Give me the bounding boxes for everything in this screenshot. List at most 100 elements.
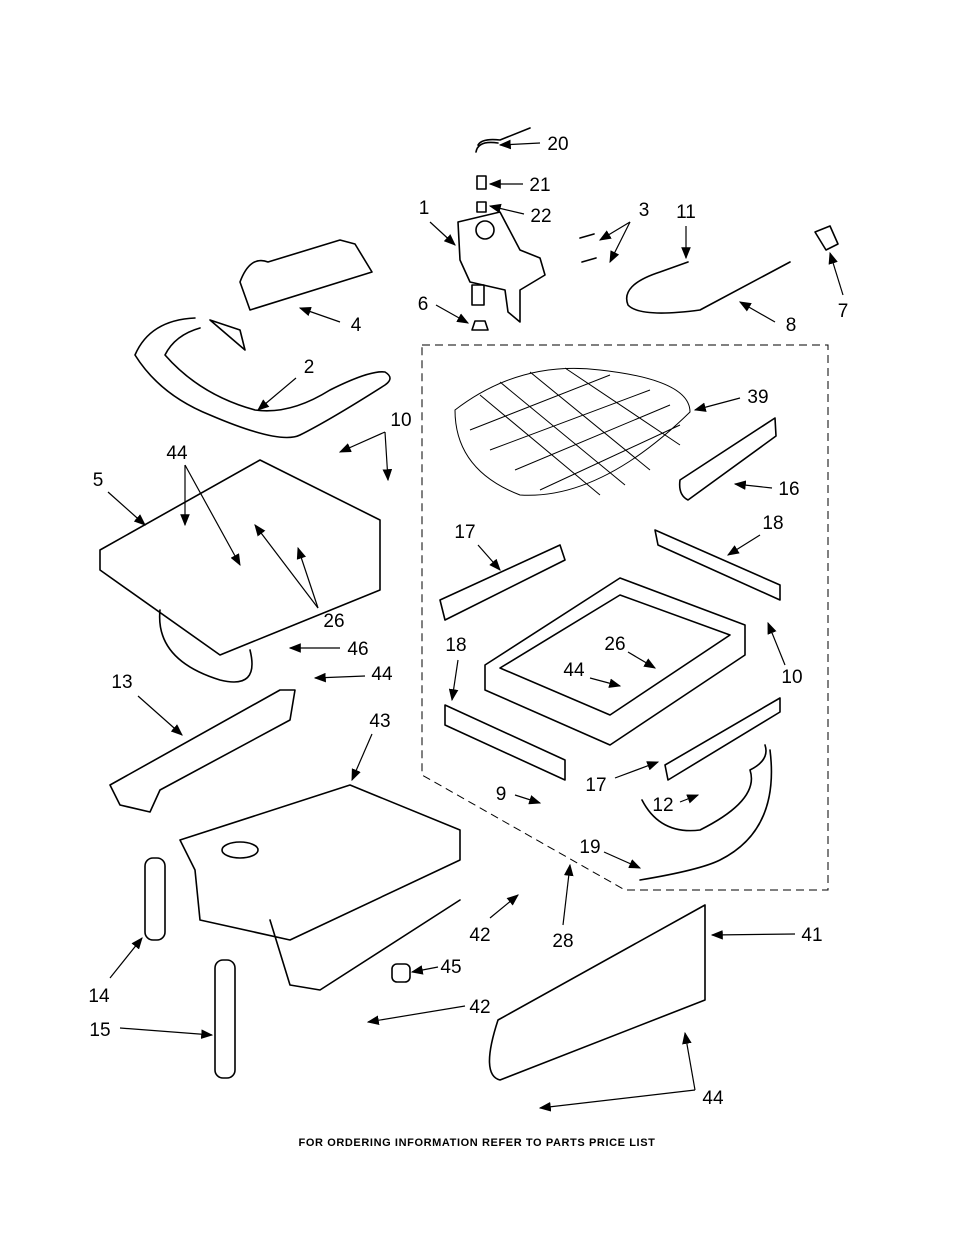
callout-label: 3: [639, 200, 650, 221]
leader-arrow: [298, 307, 341, 323]
callout-label: 39: [747, 387, 768, 408]
callout-label: 20: [547, 134, 568, 155]
drain-tube-15: [214, 959, 236, 1079]
leader-arrow: [351, 733, 373, 782]
callout-label: 45: [440, 957, 461, 978]
leader-arrow: [767, 621, 786, 666]
leader-arrow: [296, 546, 319, 609]
leader-arrow: [429, 221, 456, 246]
drain-tube-14: [144, 857, 166, 941]
callout-label: 7: [838, 301, 849, 322]
callout-label: 42: [469, 925, 490, 946]
bucket-handle: [134, 317, 391, 439]
callout-label: 15: [89, 1020, 110, 1041]
bracket-17-lower: [664, 697, 781, 781]
leader-lines: [107, 139, 844, 1112]
leader-arrow: [562, 863, 574, 926]
leader-arrow: [614, 761, 660, 779]
ice-tray-frame: [484, 577, 746, 746]
leader-arrow: [366, 1005, 466, 1025]
leader-arrow: [679, 794, 700, 804]
heater-grid: [454, 367, 691, 496]
callout-label: 21: [529, 175, 550, 196]
callout-label: 11: [676, 202, 696, 223]
callout-label: 16: [778, 479, 799, 500]
leader-arrow: [410, 965, 439, 975]
water-tube: [625, 261, 791, 314]
foot-45: [391, 963, 411, 983]
callout-label: 42: [469, 997, 490, 1018]
leader-arrow: [109, 937, 143, 979]
callout-label: 28: [552, 931, 573, 952]
leader-arrow: [338, 431, 386, 453]
leader-arrow: [726, 534, 761, 556]
leader-arrow: [257, 377, 297, 411]
leader-arrow: [448, 659, 459, 702]
leader-arrow: [313, 672, 366, 683]
leader-arrow: [254, 524, 319, 609]
callout-label: 44: [371, 664, 393, 685]
leader-arrow: [828, 251, 844, 296]
leader-arrow: [538, 1089, 696, 1112]
leader-arrow: [477, 544, 501, 571]
bracket-18-upper: [654, 529, 781, 601]
callout-label: 12: [652, 795, 673, 816]
ice-deflector: [109, 689, 296, 813]
water-valve: [457, 127, 597, 331]
leader-arrow: [603, 851, 642, 869]
bracket-18-lower: [444, 704, 566, 781]
leader-arrow: [609, 221, 631, 264]
leader-arrow: [489, 894, 519, 919]
heater-shield: [678, 417, 777, 501]
leader-arrow: [184, 464, 241, 567]
handle-bracket: [209, 239, 373, 351]
callout-label: 46: [347, 639, 368, 660]
callout-label: 1: [419, 198, 430, 219]
ice-bin-rack: [99, 459, 381, 683]
callout-label: 44: [702, 1088, 724, 1109]
leader-arrow: [627, 651, 657, 669]
leader-arrow: [514, 794, 542, 805]
callout-label: 2: [304, 357, 315, 378]
leader-arrow: [498, 139, 541, 150]
callout-label: 19: [579, 837, 600, 858]
leader-arrow: [682, 1031, 696, 1091]
callout-label: 6: [418, 294, 429, 315]
callout-label: 43: [369, 711, 390, 732]
leader-arrow: [733, 480, 773, 490]
leader-arrow: [589, 677, 622, 688]
callout-label: 10: [781, 667, 802, 688]
callout-label: 26: [323, 611, 344, 632]
leader-arrow: [119, 1027, 214, 1039]
callout-label: 17: [454, 522, 475, 543]
callout-label: 26: [604, 634, 625, 655]
tube-insert: [814, 225, 839, 251]
callout-label: 44: [563, 660, 585, 681]
callout-label: 10: [390, 410, 411, 431]
callout-label: 13: [111, 672, 132, 693]
drain-pan: [179, 784, 461, 991]
leader-arrow: [693, 397, 741, 412]
leader-arrow: [488, 203, 525, 215]
callout-label: 22: [530, 206, 551, 227]
leader-arrow: [107, 491, 146, 526]
ordering-info-footer: FOR ORDERING INFORMATION REFER TO PARTS …: [298, 1137, 656, 1149]
callout-label: 14: [88, 986, 110, 1007]
leader-arrow: [435, 304, 470, 324]
wire-harness: [639, 744, 773, 881]
callout-label: 8: [786, 315, 797, 336]
leader-arrow: [738, 301, 776, 323]
callout-label: 18: [762, 513, 783, 534]
front-panel: [488, 904, 706, 1081]
bracket-17-upper: [439, 544, 566, 621]
pan-cup: [221, 841, 259, 859]
callout-label: 5: [93, 470, 104, 491]
leader-arrow: [710, 930, 796, 940]
callout-label: 4: [351, 315, 362, 336]
leader-arrow: [598, 221, 631, 241]
assembly-boundary: [421, 344, 829, 891]
callout-label: 18: [445, 635, 466, 656]
leader-arrow: [137, 695, 183, 736]
